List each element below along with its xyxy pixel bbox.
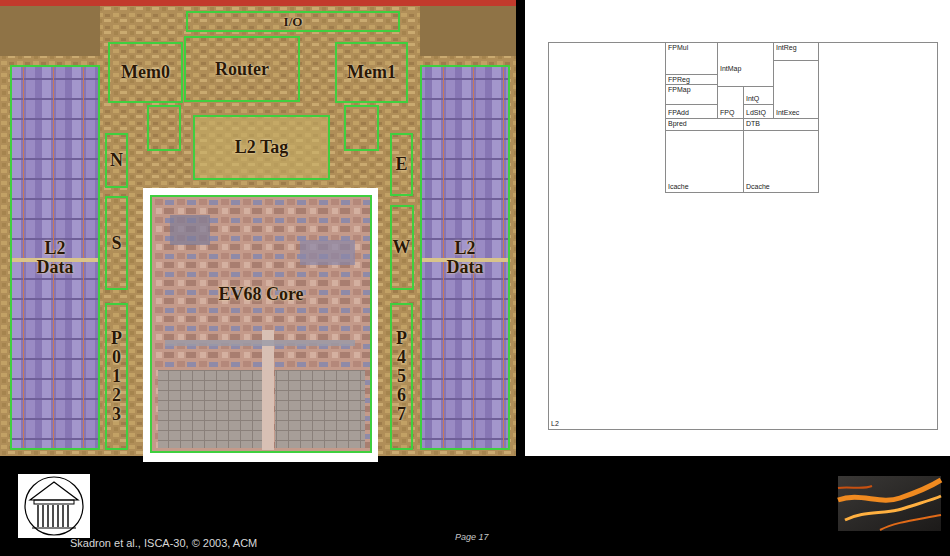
block-label: FPMul: [668, 44, 688, 51]
memory-controller: Mem0: [108, 42, 183, 103]
network-port: E: [390, 133, 413, 196]
cache-tag-region: L2 Tag: [193, 115, 330, 180]
block-label: FPMap: [668, 86, 691, 93]
floorplan-block: FPQ: [717, 86, 744, 119]
block-label: IntReg: [776, 44, 797, 51]
block-label: IntQ: [746, 95, 759, 102]
citation-text: Skadron et al., ISCA-30, © 2003, ACM: [70, 537, 257, 549]
block-label: LdStQ: [746, 109, 766, 116]
university-logo: [18, 474, 90, 538]
cache-data-region: L2 Data: [10, 65, 100, 450]
region-label: E: [395, 155, 407, 174]
region-label: EV68 Core: [218, 285, 303, 304]
block-label: IntMap: [720, 65, 741, 72]
block-label: L2: [551, 420, 559, 427]
region-label: L2 Data: [435, 239, 495, 277]
region-label: L2 Tag: [235, 138, 289, 157]
floorplan-outline: L2 FPMulIntMap IntRegFPRegFPMapIntQ IntExec…: [548, 42, 938, 430]
region-label: W: [393, 238, 411, 257]
core-region: EV68 Core: [150, 195, 372, 453]
cache-data-region: L2 Data: [420, 65, 510, 450]
block-label: DTB: [746, 120, 760, 127]
floorplan-block: Dcache: [743, 130, 819, 193]
floorplan-block: Icache: [665, 130, 744, 193]
floorplan-block: IntReg: [773, 42, 819, 61]
network-port: W: [390, 205, 414, 290]
floorplan-block: FPMul: [665, 42, 718, 75]
floorplan-block: IntMap: [717, 42, 774, 87]
floorplan-block: FPAdd: [665, 104, 718, 119]
floorplan-block: IntQ: [743, 86, 774, 105]
lava-photo: [838, 476, 941, 531]
region-label: L2 Data: [25, 239, 85, 277]
block-label: Dcache: [746, 183, 770, 190]
floorplan-block: FPMap: [665, 84, 718, 105]
memory-controller: Mem1: [335, 42, 408, 103]
io-region: I/O: [186, 11, 400, 32]
port-column: P 0 1 2 3: [105, 303, 128, 450]
region-label: I/O: [284, 15, 303, 29]
block-label: FPQ: [720, 109, 734, 116]
network-port: S: [105, 196, 128, 290]
floorplan-block: LdStQ: [743, 104, 774, 119]
region-label: S: [111, 234, 121, 253]
region-label: Mem0: [121, 63, 170, 82]
block-label: IntExec: [776, 109, 799, 116]
block-label: Bpred: [668, 120, 687, 127]
region-label: N: [110, 151, 123, 170]
router-region: Router: [184, 36, 300, 102]
page-number: Page 17: [455, 532, 489, 542]
block-label: FPAdd: [668, 109, 689, 116]
block-label: Icache: [668, 183, 689, 190]
network-port: N: [105, 133, 128, 188]
block-label: FPReg: [668, 76, 690, 83]
port-column: P 4 5 6 7: [390, 303, 413, 450]
floorplan-block: IntExec: [773, 60, 819, 119]
region-label: P 4 5 6 7: [395, 329, 409, 423]
region-label: Router: [215, 60, 269, 79]
region-label: P 0 1 2 3: [110, 329, 124, 423]
region-label: Mem1: [347, 63, 396, 82]
